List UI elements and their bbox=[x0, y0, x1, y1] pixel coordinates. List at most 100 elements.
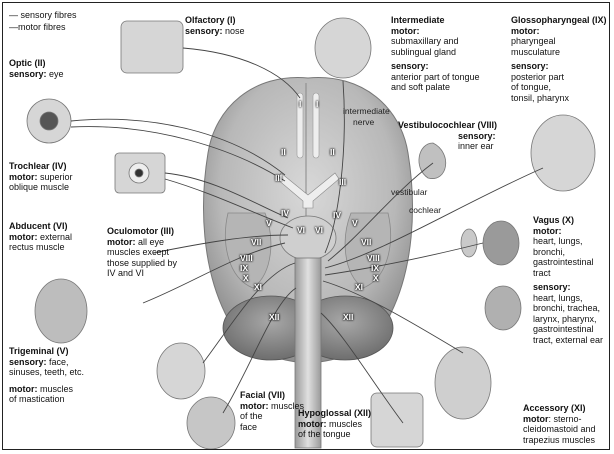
vagus-title: Vagus (X) bbox=[533, 215, 603, 226]
numeral-X-left: X bbox=[243, 273, 249, 283]
trigeminal-title: Trigeminal (V) bbox=[9, 346, 84, 357]
numeral-II-right: II bbox=[330, 147, 335, 157]
label-trigeminal: Trigeminal (V) sensory: face, sinuses, t… bbox=[9, 346, 84, 405]
vestibulo-text-1: inner ear bbox=[398, 141, 497, 152]
trigeminal-sensory-type: sensory: bbox=[9, 357, 47, 367]
accessory-text-3: trapezius muscles bbox=[523, 435, 596, 446]
intermediate-title: Intermediate bbox=[391, 15, 480, 26]
trochlear-text-1: superior bbox=[38, 172, 73, 182]
label-trochlear: Trochlear (IV) motor: superior oblique m… bbox=[9, 161, 73, 193]
glosso-title: Glossopharyngeal (IX) bbox=[511, 15, 607, 26]
abducent-type: motor: bbox=[9, 232, 38, 242]
numeral-V-right: V bbox=[352, 218, 358, 228]
oculomotor-text-1: all eye bbox=[136, 237, 165, 247]
numeral-III-left: III bbox=[275, 173, 282, 183]
numeral-IV-left: IV bbox=[281, 208, 289, 218]
vagus-motor-1: heart, lungs, bbox=[533, 236, 603, 247]
intermediate-nerve-label-1: intermediate bbox=[343, 106, 390, 116]
numeral-IX-right: IX bbox=[371, 263, 379, 273]
label-oculomotor: Oculomotor (III) motor: all eye muscles … bbox=[107, 226, 177, 279]
trigeminal-motor-1: muscles bbox=[38, 384, 74, 394]
intermediate-motor-type: motor: bbox=[391, 26, 480, 37]
trigeminal-motor-type: motor: bbox=[9, 384, 38, 394]
numeral-VI-right: VI bbox=[315, 225, 323, 235]
trochlear-title: Trochlear (IV) bbox=[9, 161, 73, 172]
label-abducent: Abducent (VI) motor: external rectus mus… bbox=[9, 221, 72, 253]
accessory-title: Accessory (XI) bbox=[523, 403, 596, 414]
numeral-VIII-left: VIII bbox=[240, 253, 253, 263]
abducent-text-2: rectus muscle bbox=[9, 242, 72, 253]
vagus-motor-4: tract bbox=[533, 268, 603, 279]
vagus-motor-3: gastrointestinal bbox=[533, 257, 603, 268]
numeral-VIII-right: VIII bbox=[367, 253, 380, 263]
numeral-VII-right: VII bbox=[361, 237, 371, 247]
abducent-title: Abducent (VI) bbox=[9, 221, 72, 232]
oculomotor-text-3: those supplied by bbox=[107, 258, 177, 269]
numeral-II-left: II bbox=[281, 147, 286, 157]
vestibulo-title: Vestibulocochlear (VIII) bbox=[398, 120, 497, 131]
numeral-IX-left: IX bbox=[240, 263, 248, 273]
numeral-XII-right: XII bbox=[343, 312, 353, 322]
trigeminal-motor-2: of mastication bbox=[9, 394, 84, 405]
vagus-sensory-3: larynx, pharynx, bbox=[533, 314, 603, 325]
accessory-text-1: : sterno- bbox=[549, 414, 582, 424]
intermediate-nerve-label-2: nerve bbox=[353, 117, 374, 127]
glosso-motor-1: pharyngeal bbox=[511, 36, 607, 47]
facial-text-2: of the bbox=[240, 411, 304, 422]
numeral-VII-left: VII bbox=[251, 237, 261, 247]
vagus-motor-type: motor: bbox=[533, 226, 603, 237]
olfactory-text: nose bbox=[223, 26, 245, 36]
hypoglossal-type: motor: bbox=[298, 419, 327, 429]
abducent-text-1: external bbox=[38, 232, 73, 242]
olfactory-title: Olfactory (I) bbox=[185, 15, 245, 26]
accessory-type: motor bbox=[523, 414, 549, 424]
intermediate-sensory-2: and soft palate bbox=[391, 82, 480, 93]
label-glossopharyngeal: Glossopharyngeal (IX) motor: pharyngeal … bbox=[511, 15, 607, 103]
vagus-sensory-5: tract, external ear bbox=[533, 335, 603, 346]
facial-type: motor: bbox=[240, 401, 269, 411]
glosso-motor-type: motor: bbox=[511, 26, 607, 37]
diagram-frame: — sensory fibres —motor fibres Olfactory… bbox=[2, 2, 610, 450]
intermediate-sensory-1: anterior part of tongue bbox=[391, 72, 480, 83]
label-olfactory: Olfactory (I) sensory: nose bbox=[185, 15, 245, 36]
trochlear-type: motor: bbox=[9, 172, 38, 182]
glosso-sensory-3: tonsil, pharynx bbox=[511, 93, 607, 104]
oculomotor-text-2: muscles except bbox=[107, 247, 177, 258]
hypoglossal-text-2: of the tongue bbox=[298, 429, 371, 440]
vagus-sensory-4: gastrointestinal bbox=[533, 324, 603, 335]
numeral-X-right: X bbox=[373, 273, 379, 283]
label-hypoglossal: Hypoglossal (XII) motor: muscles of the … bbox=[298, 408, 371, 440]
legend-sensory: — sensory fibres bbox=[9, 10, 77, 21]
vagus-sensory-2: bronchi, trachea, bbox=[533, 303, 603, 314]
glosso-sensory-1: posterior part bbox=[511, 72, 607, 83]
trigeminal-sensory-1: face, bbox=[47, 357, 69, 367]
accessory-text-2: cleidomastoid and bbox=[523, 424, 596, 435]
label-vestibulocochlear: Vestibulocochlear (VIII) sensory: inner … bbox=[398, 120, 497, 152]
vagus-sensory-type: sensory: bbox=[533, 282, 603, 293]
label-intermediate: Intermediate motor: submaxillary and sub… bbox=[391, 15, 480, 93]
glosso-motor-2: musculature bbox=[511, 47, 607, 58]
optic-type: sensory: bbox=[9, 69, 47, 79]
optic-title: Optic (II) bbox=[9, 58, 64, 69]
oculomotor-text-4: IV and VI bbox=[107, 268, 177, 279]
vagus-sensory-1: heart, lungs, bbox=[533, 293, 603, 304]
legend-motor: —motor fibres bbox=[9, 22, 66, 33]
label-vagus: Vagus (X) motor: heart, lungs, bronchi, … bbox=[533, 215, 603, 345]
vagus-motor-2: bronchi, bbox=[533, 247, 603, 258]
numeral-I-right: I bbox=[316, 99, 318, 109]
numeral-V-left: V bbox=[266, 218, 272, 228]
numeral-XII-left: XII bbox=[269, 312, 279, 322]
label-facial: Facial (VII) motor: muscles of the face bbox=[240, 390, 304, 432]
numeral-IV-right: IV bbox=[333, 210, 341, 220]
optic-text: eye bbox=[47, 69, 64, 79]
numeral-XI-right: XI bbox=[355, 282, 363, 292]
facial-text-3: face bbox=[240, 422, 304, 433]
intermediate-motor-2: sublingual gland bbox=[391, 47, 480, 58]
cochlear-label: cochlear bbox=[409, 205, 441, 215]
label-accessory: Accessory (XI) motor: sterno- cleidomast… bbox=[523, 403, 596, 445]
label-optic: Optic (II) sensory: eye bbox=[9, 58, 64, 79]
glosso-sensory-2: of tongue, bbox=[511, 82, 607, 93]
hypoglossal-text-1: muscles bbox=[327, 419, 363, 429]
numeral-VI-left: VI bbox=[297, 225, 305, 235]
trigeminal-sensory-2: sinuses, teeth, etc. bbox=[9, 367, 84, 378]
